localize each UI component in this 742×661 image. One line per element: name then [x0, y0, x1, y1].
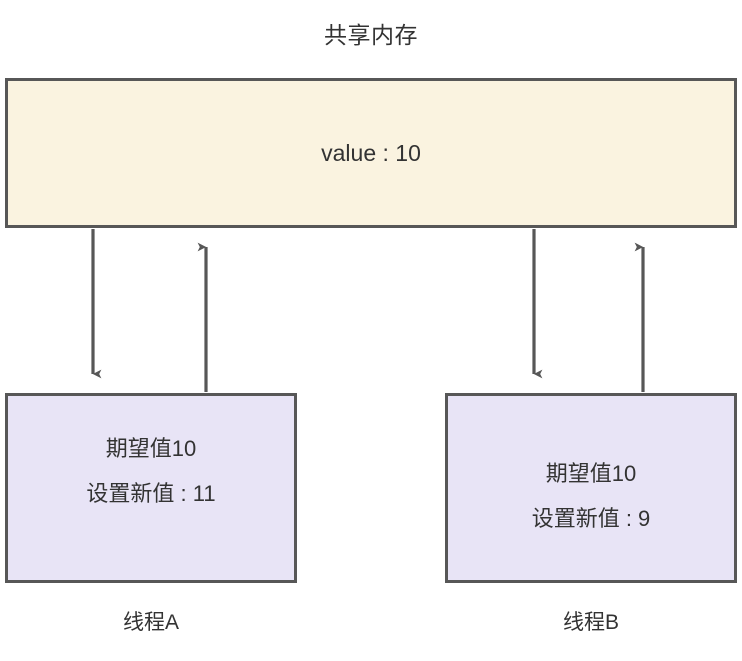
thread-b-expected-value: 期望值10 [545, 461, 637, 486]
shared-memory-box: value : 10 [5, 78, 737, 228]
thread-b-label: 线程B [562, 611, 619, 634]
shared-memory-value: value : 10 [321, 140, 421, 166]
thread-a-expected-value: 期望值10 [105, 436, 197, 461]
thread-a-box: 期望值10 设置新值 : 11 [5, 393, 297, 583]
thread-a-text-block: 期望值10 设置新值 : 11 [8, 426, 294, 516]
thread-a-new-value: 设置新值 : 11 [86, 481, 216, 506]
diagram-title: 共享内存 [324, 22, 418, 48]
thread-b-text-block: 期望值10 设置新值 : 9 [448, 451, 734, 541]
thread-b-box: 期望值10 设置新值 : 9 [445, 393, 737, 583]
thread-a-label: 线程A [122, 611, 179, 634]
thread-b-new-value: 设置新值 : 9 [531, 506, 651, 531]
